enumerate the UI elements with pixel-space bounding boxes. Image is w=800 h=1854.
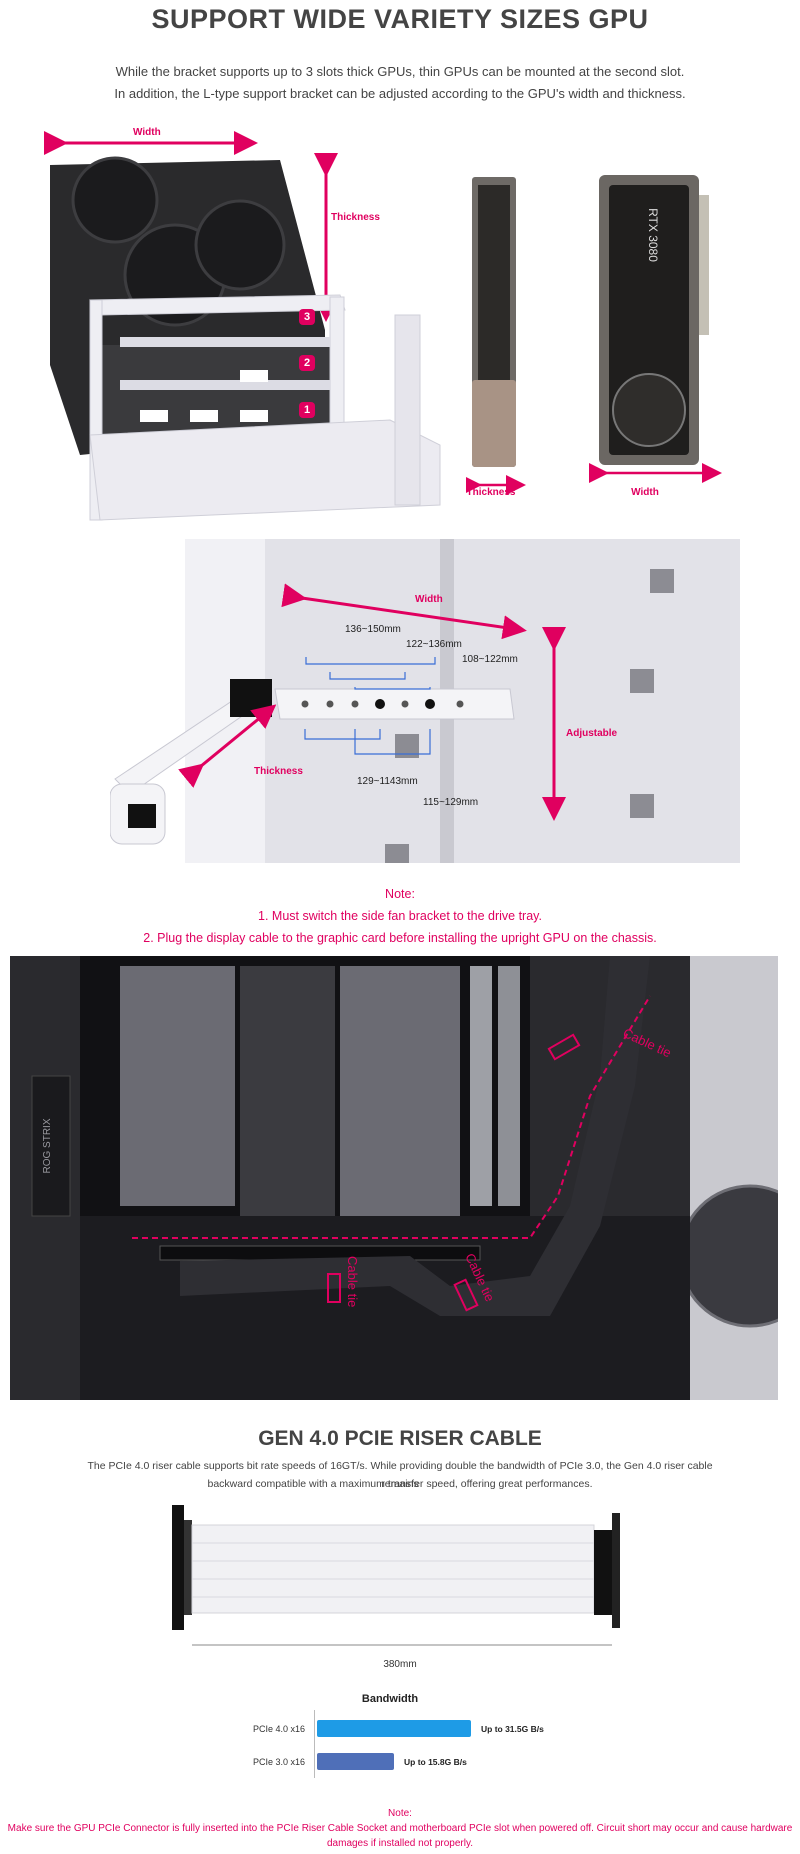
riser-connector-right-tab: [612, 1513, 620, 1628]
bandwidth-row-label: PCIe 4.0 x16: [252, 1724, 305, 1734]
note2-title: Note:: [388, 1808, 412, 1819]
cable-tie-label-middle: Cable tie: [345, 1256, 360, 1307]
bandwidth-row-label: PCIe 3.0 x16: [252, 1757, 305, 1767]
bandwidth-axis: [314, 1710, 315, 1778]
bandwidth-title: Bandwidth: [361, 1693, 419, 1705]
dim-label-122-136: 122~136mm: [406, 639, 462, 650]
dim-label-129-1143: 129~1143mm: [357, 776, 418, 787]
adjust-hole: [351, 700, 359, 708]
gpu-side-accent: [472, 380, 516, 467]
bracket-side: [394, 314, 421, 506]
slot-divider: [120, 380, 330, 390]
motherboard: [80, 1216, 690, 1400]
adjust-hole: [375, 699, 385, 709]
bandwidth-value-gen4: Up to 31.5G B/s: [481, 1724, 544, 1734]
ram-stick: [470, 966, 492, 1206]
rog-strix-plate: [31, 1075, 71, 1217]
bandwidth-value-gen3: Up to 15.8G B/s: [404, 1757, 467, 1767]
dim-line-129-1143: [304, 729, 381, 740]
riser-slot-left: [172, 1505, 184, 1630]
bandwidth-bar-gen3: [317, 1753, 394, 1770]
cooler-block: [340, 966, 460, 1216]
gpu-front-fan: [612, 373, 686, 447]
slot-badge-3: 3: [299, 309, 315, 325]
mount-hole: [630, 669, 654, 693]
dim-line-115-129: [354, 729, 431, 755]
width-label-adjust: Width: [415, 594, 443, 605]
gpu-bracket: [699, 195, 709, 335]
cable-route-dashed: [132, 995, 651, 1239]
note2-line1: Make sure the GPU PCIe Connector is full…: [7, 1823, 793, 1834]
riser-desc-line2: backward compatible with a maximum trans…: [207, 1478, 593, 1490]
riser-connector-right: [594, 1530, 612, 1615]
l-bracket-plate: [274, 688, 515, 720]
thickness-label-small: Thickness: [466, 487, 516, 498]
slot-badge-2: 2: [299, 355, 315, 371]
section-title-riser: GEN 4.0 PCIE RISER CABLE: [258, 1427, 542, 1450]
installed-riser-photo: ROG STRIX Cable tie Cable tie Cable tie: [10, 956, 778, 1400]
mount-hole: [385, 844, 409, 863]
dim-line-122-136: [329, 672, 406, 680]
gpu-sizes-desc-line1: While the bracket supports up to 3 slots…: [115, 64, 685, 79]
ram-stick: [498, 966, 520, 1206]
gpu-fan: [71, 156, 159, 244]
gpu-sizes-desc-line2: In addition, the L-type support bracket …: [114, 86, 686, 101]
riser-desc-line1: The PCIe 4.0 riser cable supports bit ra…: [87, 1460, 713, 1490]
gpu-bracket-illustration: [44, 131, 441, 521]
cooler-block: [120, 966, 235, 1206]
note1-line1: 1. Must switch the side fan bracket to t…: [258, 909, 542, 923]
width-label-small: Width: [631, 487, 659, 498]
adjust-hole: [425, 699, 435, 709]
mount-hole: [630, 794, 654, 818]
adjust-hole: [326, 700, 334, 708]
note1-line2: 2. Plug the display cable to the graphic…: [143, 931, 657, 945]
dim-label-136-150: 136~150mm: [345, 624, 401, 635]
dim-line-136-150: [305, 657, 436, 665]
cooler-fan-gap: [240, 966, 335, 1216]
thickness-label: Thickness: [331, 212, 380, 223]
dim-label-115-129: 115~129mm: [423, 797, 479, 808]
adjust-hole: [301, 700, 309, 708]
l-bracket-pad: [128, 804, 156, 828]
fe-gpu-illustration: RTX 3080: [466, 175, 722, 495]
io-port: [190, 410, 218, 422]
cable-tie-marker: [547, 1033, 581, 1061]
section-title-gpu-sizes: SUPPORT WIDE VARIETY SIZES GPU: [151, 4, 649, 34]
cable-tie-marker: [327, 1273, 341, 1303]
dim-label-108-122: 108~122mm: [462, 654, 518, 665]
riser-ribbon: [191, 1524, 595, 1614]
cable-tie-marker: [453, 1278, 479, 1312]
bracket-base: [89, 419, 441, 521]
width-label: Width: [133, 127, 161, 138]
io-port: [240, 410, 268, 422]
slot-badge-1: 1: [299, 402, 315, 418]
glass-fan-area: [690, 956, 778, 1400]
pcie-slot: [159, 1245, 481, 1261]
dim-line-108-122: [354, 687, 431, 690]
gpu-io-plate: [100, 345, 330, 440]
width-arrow: [281, 583, 527, 640]
adjustable-label: Adjustable: [566, 728, 618, 739]
riser-cable-illustration: [172, 1505, 620, 1646]
mount-hole: [650, 569, 674, 593]
thickness-arrow: [178, 704, 277, 788]
gpu-fan: [194, 199, 286, 291]
adjust-hole: [456, 700, 464, 708]
slot-divider: [120, 337, 330, 347]
gpu-model-text: RTX 3080: [646, 208, 660, 262]
cable-length-label: 380mm: [383, 1659, 417, 1670]
io-port: [140, 410, 168, 422]
board-text: ROG STRIX: [42, 1118, 53, 1173]
note1-title: Note:: [385, 887, 415, 901]
thickness-label-adjust: Thickness: [254, 766, 303, 777]
adjust-hole: [401, 700, 409, 708]
bracket-adjust-illustration: [110, 539, 740, 863]
riser-cable: [180, 956, 650, 1316]
bandwidth-bar-gen4: [317, 1720, 471, 1737]
note2-line2: damages if installed not properly.: [326, 1838, 473, 1849]
riser-slot-left-inner: [184, 1520, 192, 1615]
io-port: [240, 370, 268, 382]
